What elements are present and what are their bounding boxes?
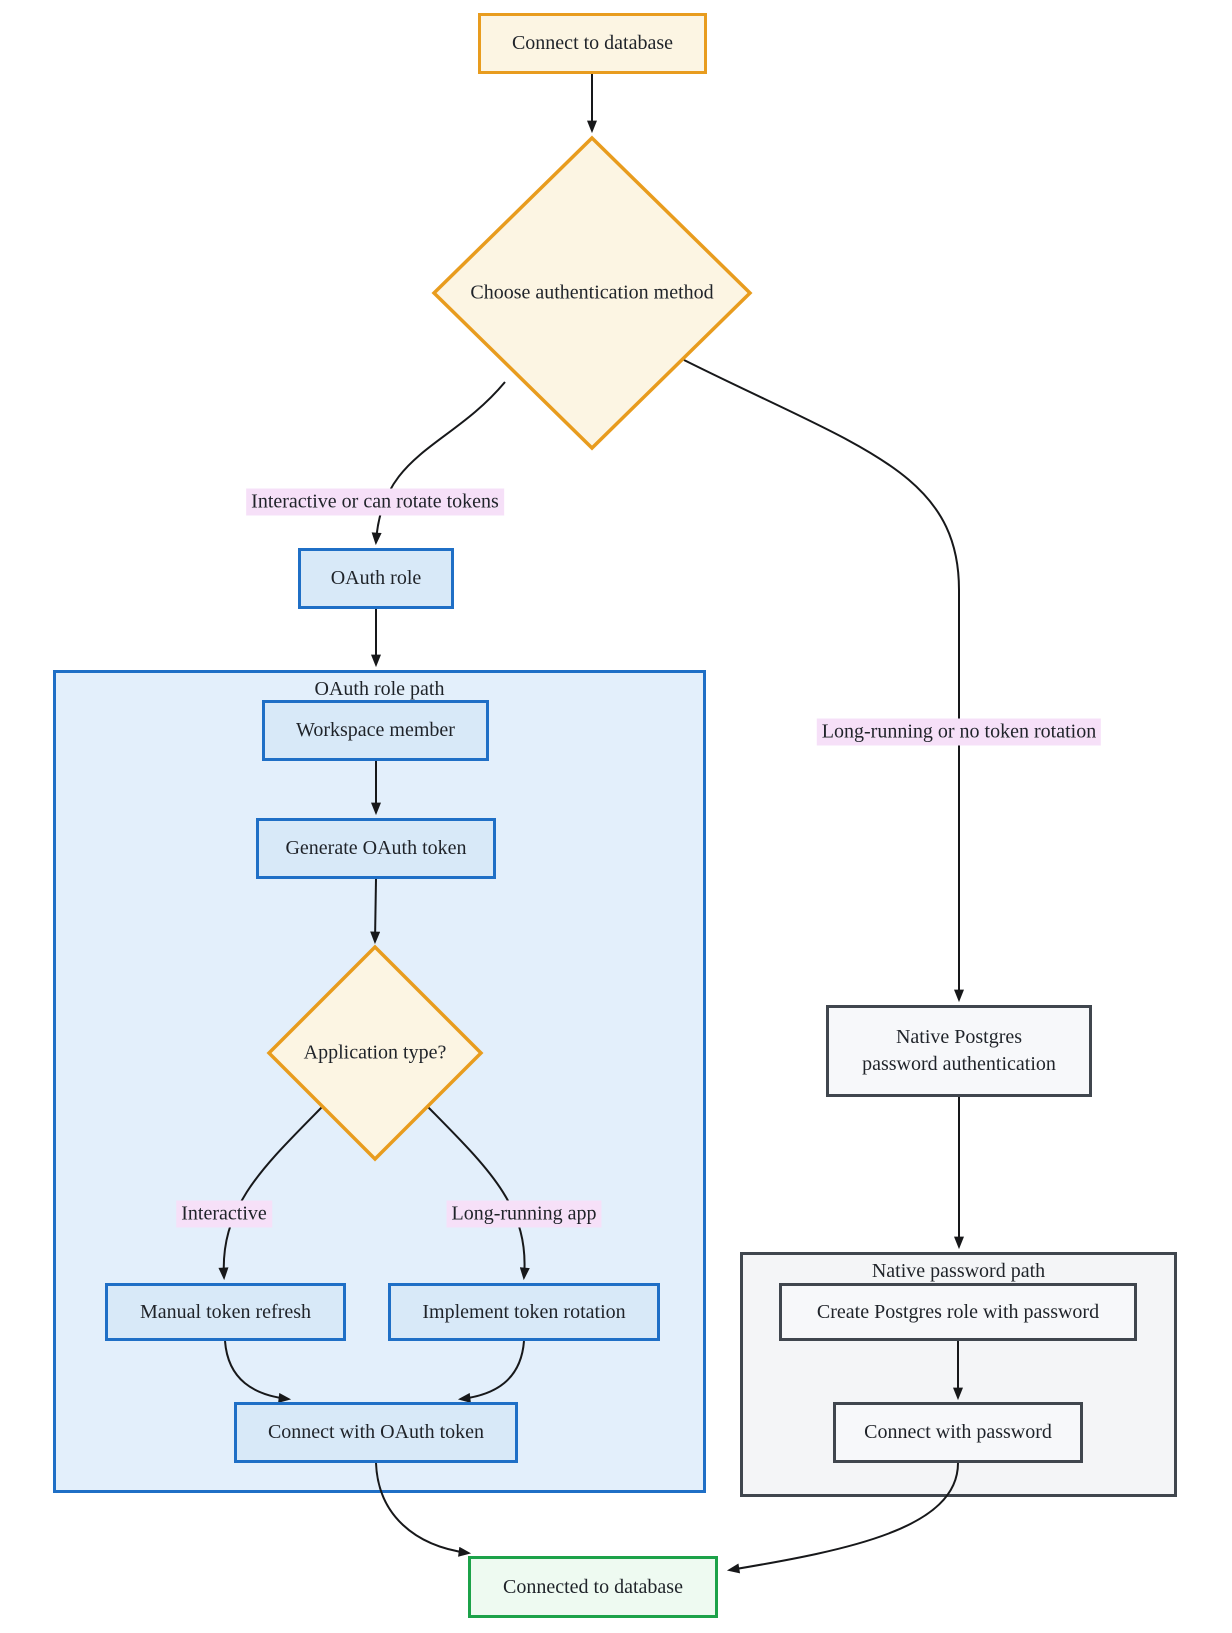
node-native-postgres-auth-line2: password authentication <box>862 1053 1056 1075</box>
edge-decision-to-native-auth <box>683 359 964 1003</box>
node-connect-database-label: Connect to database <box>511 32 674 54</box>
node-generate-oauth-token: Generate OAuth token <box>256 818 496 879</box>
node-connect-database: Connect to database <box>478 13 707 74</box>
node-native-postgres-auth-line1: Native Postgres <box>895 1026 1023 1048</box>
node-connected-to-database-label: Connected to database <box>503 1575 683 1598</box>
node-connect-with-oauth-token-label: Connect with OAuth token <box>267 1421 485 1443</box>
node-generate-oauth-token-label: Generate OAuth token <box>285 837 467 859</box>
node-manual-token-refresh-label: Manual token refresh <box>139 1300 312 1323</box>
node-implement-token-rotation-label: Implement token rotation <box>422 1300 626 1323</box>
node-connect-with-password: Connect with password <box>833 1402 1083 1463</box>
edge-decision-to-oauth-role <box>371 381 506 546</box>
edge-label-interactive: Interactive <box>176 1200 272 1228</box>
cluster-oauth-role-path: OAuth role path <box>53 670 706 1493</box>
node-create-postgres-role: Create Postgres role with password <box>779 1283 1137 1341</box>
decision-choose-auth-label: Choose authentication method <box>470 281 714 304</box>
decision-application-type-label: Application type? <box>303 1041 447 1064</box>
node-native-postgres-auth: Native Postgres password authentication <box>826 1005 1092 1097</box>
edge-label-long-running-app: Long-running app <box>446 1200 602 1228</box>
node-oauth-role: OAuth role <box>298 548 454 609</box>
edge-label-interactive-or-rotate: Interactive or can rotate tokens <box>246 488 504 516</box>
node-connect-with-oauth-token: Connect with OAuth token <box>234 1402 518 1463</box>
node-connect-with-password-label: Connect with password <box>864 1421 1052 1443</box>
node-create-postgres-role-label: Create Postgres role with password <box>816 1300 1100 1323</box>
node-manual-token-refresh: Manual token refresh <box>105 1283 346 1341</box>
cluster-native-password-path-title: Native password path <box>871 1260 1046 1282</box>
node-implement-token-rotation: Implement token rotation <box>388 1283 660 1341</box>
edge-label-long-running-or-none: Long-running or no token rotation <box>816 718 1102 746</box>
node-oauth-role-label: OAuth role <box>330 567 422 589</box>
node-connected-to-database: Connected to database <box>468 1556 718 1618</box>
node-workspace-member-label: Workspace member <box>296 719 455 741</box>
cluster-oauth-role-path-title: OAuth role path <box>314 678 445 700</box>
node-workspace-member: Workspace member <box>262 700 489 761</box>
